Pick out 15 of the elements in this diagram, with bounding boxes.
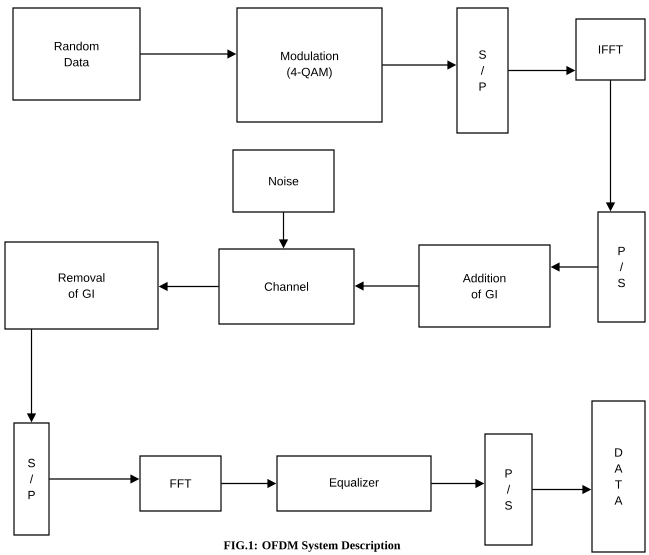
process-box: Modulation (4-QAM) <box>236 7 383 123</box>
process-box: Channel <box>218 248 355 325</box>
converter-box: S / P <box>13 422 50 536</box>
converter-box: P / S <box>597 211 646 323</box>
process-box: Addition of GI <box>418 244 551 328</box>
process-box: Noise <box>232 149 335 213</box>
process-box: IFFT <box>575 18 646 81</box>
figure-caption: FIG.1: OFDM System Description <box>224 540 400 552</box>
output-box: D A T A <box>591 400 646 553</box>
converter-box: P / S <box>484 433 533 546</box>
converter-box: S / P <box>456 7 509 134</box>
process-box: Removal of GI <box>4 241 159 330</box>
process-box: Equalizer <box>276 455 432 512</box>
process-box: Random Data <box>12 7 141 101</box>
process-box: FFT <box>139 455 222 512</box>
